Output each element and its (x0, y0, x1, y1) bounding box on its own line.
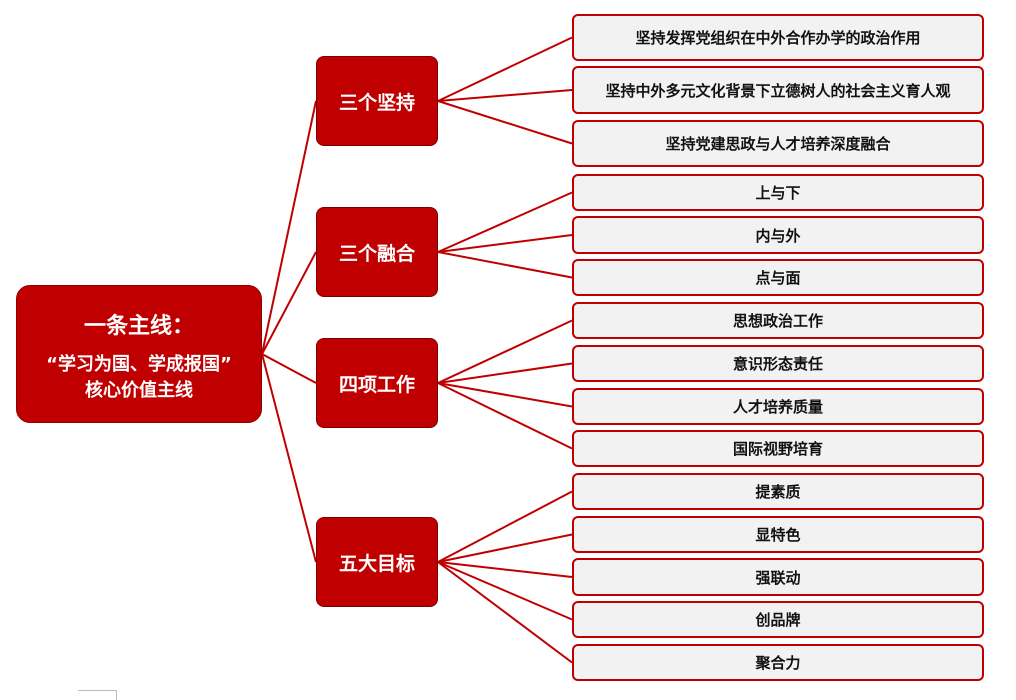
connector-line (261, 100, 317, 355)
leaf-node: 国际视野培育 (572, 430, 984, 467)
connector-line (437, 382, 573, 408)
leaf-node: 聚合力 (572, 644, 984, 681)
branch-node-2: 三个融合 (316, 207, 438, 297)
leaf-node: 坚持党建思政与人才培养深度融合 (572, 120, 984, 167)
connector-line (437, 36, 573, 102)
branch-node-1: 三个坚持 (316, 56, 438, 146)
connector-line (437, 100, 573, 145)
connector-line (437, 561, 573, 664)
leaf-node: 坚持中外多元文化背景下立德树人的社会主义育人观 (572, 66, 984, 114)
leaf-node: 上与下 (572, 174, 984, 211)
connector-line (437, 89, 573, 102)
leaf-node: 思想政治工作 (572, 302, 984, 339)
leaf-node: 内与外 (572, 216, 984, 254)
connector-line (437, 490, 573, 563)
root-subtitle-1: “学习为国、学成报国” (46, 354, 232, 375)
branch-node-4: 五大目标 (316, 517, 438, 607)
connector-line (437, 362, 573, 384)
leaf-node: 点与面 (572, 259, 984, 296)
connector-line (437, 191, 573, 253)
connector-line (437, 533, 573, 563)
leaf-node: 坚持发挥党组织在中外合作办学的政治作用 (572, 14, 984, 61)
connector-line (437, 561, 573, 578)
leaf-node: 强联动 (572, 558, 984, 596)
root-node: 一条主线： “学习为国、学成报国” 核心价值主线 (16, 285, 262, 423)
connector-line (437, 319, 573, 384)
connector-line (437, 234, 573, 253)
leaf-node: 人才培养质量 (572, 388, 984, 425)
connector-line (437, 382, 573, 450)
branch-node-3: 四项工作 (316, 338, 438, 428)
connector-line (261, 251, 317, 355)
connector-line (437, 561, 573, 621)
root-subtitle-2: 核心价值主线 (85, 380, 193, 401)
leaf-node: 创品牌 (572, 601, 984, 638)
leaf-node: 提素质 (572, 473, 984, 510)
leaf-node: 意识形态责任 (572, 345, 984, 382)
leaf-node: 显特色 (572, 516, 984, 553)
connector-line (437, 251, 573, 279)
page-corner-mark (78, 690, 117, 700)
connector-line (261, 353, 317, 384)
root-title: 一条主线： (83, 314, 194, 339)
connector-line (261, 353, 317, 563)
